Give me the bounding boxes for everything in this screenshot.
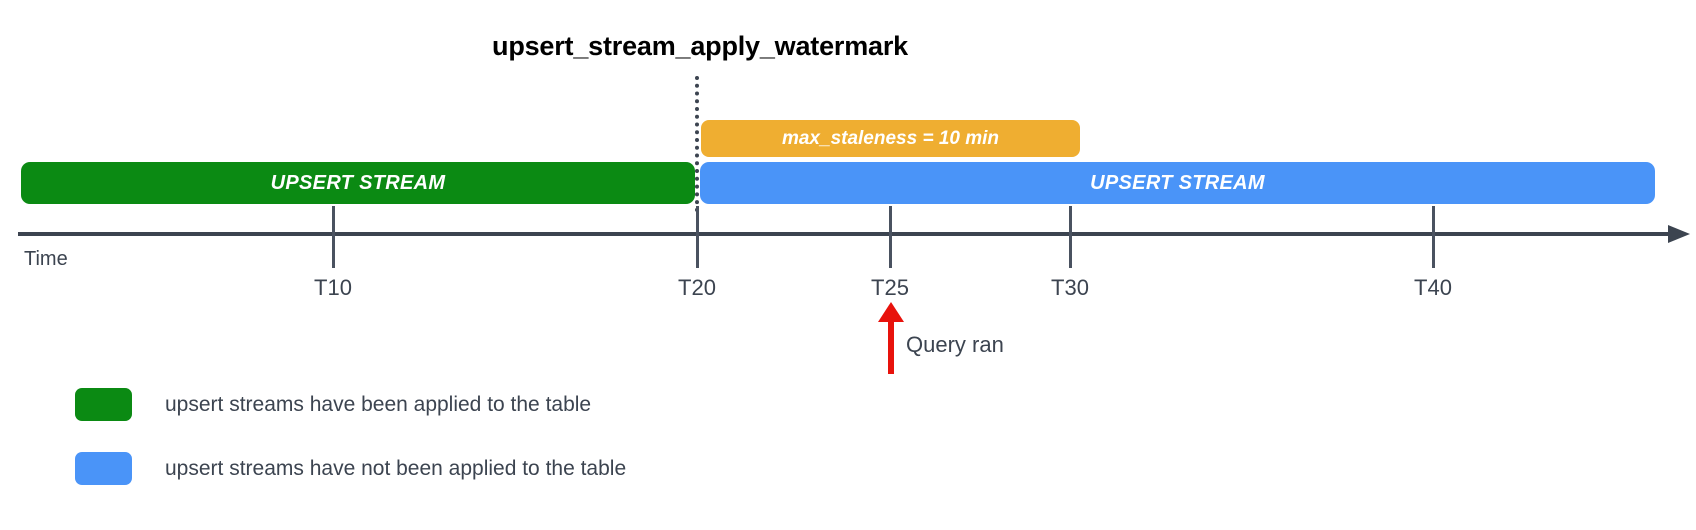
query-marker-label: Query ran bbox=[906, 332, 1004, 357]
axis-tick-label-t30: T30 bbox=[1051, 275, 1089, 300]
axis-tick-label-t40: T40 bbox=[1414, 275, 1452, 300]
upsert-stream-bar-applied: UPSERT STREAM bbox=[21, 162, 695, 204]
axis-tick-mark-t40 bbox=[1432, 206, 1435, 268]
query-marker-arrow-icon bbox=[878, 302, 904, 322]
max-staleness-badge: max_staleness = 10 min bbox=[701, 120, 1080, 157]
legend-swatch-green bbox=[75, 388, 132, 421]
legend-swatch-blue bbox=[75, 452, 132, 485]
page-title: upsert_stream_apply_watermark bbox=[492, 31, 908, 61]
upsert-stream-bar-not-applied: UPSERT STREAM bbox=[700, 162, 1655, 204]
query-marker-arrow-shaft bbox=[888, 318, 894, 374]
legend-item-not-applied: upsert streams have not been applied to … bbox=[75, 452, 626, 485]
time-axis-label: Time bbox=[24, 248, 68, 270]
watermark-dotted-line bbox=[695, 76, 699, 212]
axis-tick-label-t20: T20 bbox=[678, 275, 716, 300]
axis-tick-mark-t20 bbox=[696, 206, 699, 268]
legend-label-applied: upsert streams have been applied to the … bbox=[165, 392, 592, 416]
upsert-stream-bar-applied-label: UPSERT STREAM bbox=[270, 171, 446, 194]
time-axis-line bbox=[18, 232, 1678, 236]
axis-tick-mark-t10 bbox=[332, 206, 335, 268]
axis-tick-mark-t25 bbox=[889, 206, 892, 268]
time-axis-arrow-icon bbox=[1668, 225, 1690, 243]
axis-tick-mark-t30 bbox=[1069, 206, 1072, 268]
max-staleness-label: max_staleness = 10 min bbox=[781, 127, 1000, 149]
axis-tick-label-t25: T25 bbox=[871, 275, 909, 300]
axis-tick-label-t10: T10 bbox=[314, 275, 352, 300]
upsert-stream-bar-not-applied-label: UPSERT STREAM bbox=[1090, 171, 1265, 194]
legend-label-not-applied: upsert streams have not been applied to … bbox=[165, 456, 627, 480]
legend-item-applied: upsert streams have been applied to the … bbox=[75, 388, 591, 421]
